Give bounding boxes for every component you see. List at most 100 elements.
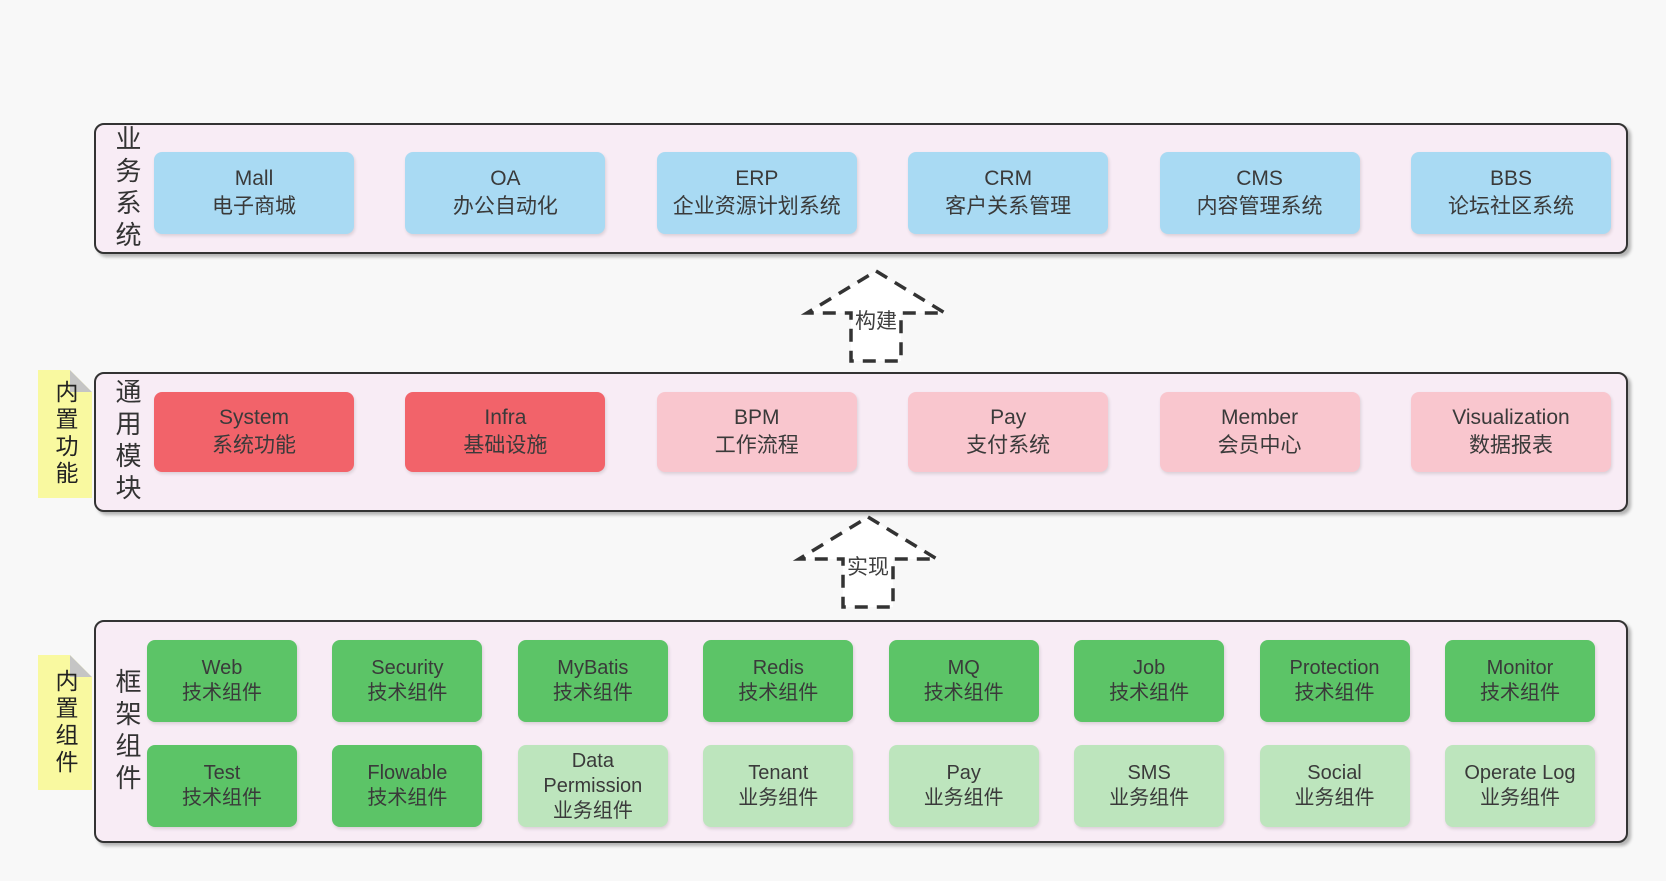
box-zh-label: 技术组件 (552, 682, 633, 704)
box-en-label: Pay (990, 406, 1027, 429)
box-en-label: Member (1221, 406, 1299, 429)
sticky-note-builtin-components: 内置组件 (38, 655, 92, 790)
box-monitor: Monitor 技术组件 (1444, 640, 1595, 722)
up-arrow-outline (792, 514, 944, 609)
box-en-label: Job (1132, 657, 1166, 679)
sticky-note-builtin-features: 内置功能 (38, 370, 92, 498)
box-en-label: MyBatis (557, 657, 629, 679)
box-zh-label: 技术组件 (1294, 682, 1375, 704)
box-en-label: BBS (1489, 167, 1532, 190)
box-mq: MQ 技术组件 (888, 640, 1039, 722)
box-en-label: Web (201, 657, 243, 679)
box-en-label: Pay (946, 762, 981, 784)
implement-arrow-label: 实现 (847, 556, 889, 579)
box-en-label: Visualization (1452, 406, 1570, 429)
section-business-systems: 业务系统 Mall 电子商城 OA 办公自动化 ERP 企业资源计划系统 CRM… (94, 123, 1628, 254)
box-job: Job 技术组件 (1074, 640, 1225, 722)
box-en-label: OA (490, 167, 521, 190)
box-oa: OA 办公自动化 (405, 152, 606, 234)
box-tenant: Tenant 业务组件 (703, 745, 854, 827)
box-data-permission: Data Permission 业务组件 (517, 745, 668, 827)
box-en-label: Monitor (1486, 657, 1554, 679)
box-zh-label: 技术组件 (738, 682, 819, 704)
build-arrow-label: 构建 (855, 310, 897, 333)
box-en-label: Mall (234, 167, 274, 190)
box-redis: Redis 技术组件 (703, 640, 854, 722)
box-zh-label: 企业资源计划系统 (672, 195, 841, 218)
box-flowable: Flowable 技术组件 (332, 745, 483, 827)
box-zh-label: 业务组件 (552, 799, 633, 822)
build-arrow-up: 构建 (800, 268, 952, 363)
box-en-label: CRM (984, 167, 1033, 190)
box-zh-label: 技术组件 (182, 787, 262, 809)
box-en-label: CMS (1236, 167, 1283, 190)
up-arrow-outline (800, 268, 952, 363)
sticky-note-label: 内置组件 (52, 668, 78, 777)
box-zh-label: 技术组件 (1479, 682, 1560, 704)
box-zh-label: 论坛社区系统 (1447, 195, 1574, 218)
box-en-label: Flowable (367, 762, 448, 784)
box-zh-label: 系统功能 (212, 434, 296, 457)
box-zh-label: 电子商城 (212, 195, 296, 218)
box-mall: Mall 电子商城 (154, 152, 354, 234)
box-bbs: BBS 论坛社区系统 (1410, 152, 1611, 234)
box-operate-log: Operate Log 业务组件 (1444, 745, 1595, 827)
box-protection: Protection 技术组件 (1259, 640, 1410, 722)
box-zh-label: 技术组件 (182, 682, 262, 704)
box-infra: Infra 基础设施 (405, 392, 606, 472)
box-social: Social 业务组件 (1259, 745, 1410, 827)
box-zh-label: 业务组件 (738, 787, 819, 809)
box-pay-biz: Pay 业务组件 (888, 745, 1039, 827)
section-title-vertical: 框架组件 (112, 667, 142, 796)
box-en-label: Social (1307, 762, 1362, 784)
box-mybatis: MyBatis 技术组件 (517, 640, 668, 722)
box-en-label: Tenant (748, 762, 809, 784)
section-title-vertical: 业务系统 (112, 124, 142, 253)
box-zh-label: 业务组件 (1294, 787, 1375, 809)
box-zh-label: 业务组件 (923, 787, 1004, 809)
box-zh-label: 会员中心 (1217, 434, 1302, 457)
box-en-label: MQ (947, 657, 980, 679)
box-zh-label: 技术组件 (367, 682, 448, 704)
box-zh-label: 业务组件 (1109, 787, 1190, 809)
box-en-label: Operate Log (1464, 762, 1576, 784)
box-en-label: Test (203, 762, 241, 784)
box-en-label: Data Permission (543, 749, 643, 797)
section-title-vertical: 通用模块 (112, 378, 142, 506)
box-web: Web 技术组件 (147, 640, 297, 722)
box-en-label: BPM (734, 406, 780, 429)
box-en-label: Protection (1289, 657, 1380, 679)
box-erp: ERP 企业资源计划系统 (656, 152, 857, 234)
box-en-label: ERP (735, 167, 779, 190)
section-common-modules: 通用模块 System 系统功能 Infra 基础设施 BPM 工作流程 Pay… (94, 372, 1628, 512)
box-zh-label: 支付系统 (966, 434, 1051, 457)
box-zh-label: 内容管理系统 (1196, 195, 1323, 218)
section-framework-components: 框架组件 Web 技术组件 Security 技术组件 MyBatis 技术组件… (94, 620, 1628, 843)
box-zh-label: 数据报表 (1468, 434, 1553, 457)
box-member: Member 会员中心 (1159, 392, 1360, 472)
box-zh-label: 技术组件 (923, 682, 1004, 704)
box-en-label: Security (371, 657, 444, 679)
box-en-label: Infra (484, 406, 527, 429)
box-system: System 系统功能 (154, 392, 354, 472)
box-security: Security 技术组件 (332, 640, 483, 722)
box-en-label: SMS (1127, 762, 1171, 784)
box-zh-label: 工作流程 (714, 434, 799, 457)
box-zh-label: 技术组件 (367, 787, 448, 809)
box-cms: CMS 内容管理系统 (1159, 152, 1360, 234)
box-zh-label: 基础设施 (463, 434, 548, 457)
box-pay: Pay 支付系统 (908, 392, 1109, 472)
box-sms: SMS 业务组件 (1074, 745, 1225, 827)
implement-arrow-up: 实现 (792, 514, 944, 609)
box-zh-label: 技术组件 (1109, 682, 1190, 704)
box-bpm: BPM 工作流程 (656, 392, 857, 472)
box-crm: CRM 客户关系管理 (908, 152, 1109, 234)
box-test: Test 技术组件 (147, 745, 297, 827)
box-en-label: Redis (752, 657, 804, 679)
box-zh-label: 客户关系管理 (945, 195, 1072, 218)
sticky-note-label: 内置功能 (52, 380, 78, 488)
box-visualization: Visualization 数据报表 (1410, 392, 1611, 472)
box-zh-label: 业务组件 (1479, 787, 1560, 809)
box-en-label: System (218, 406, 289, 429)
box-zh-label: 办公自动化 (452, 195, 558, 218)
